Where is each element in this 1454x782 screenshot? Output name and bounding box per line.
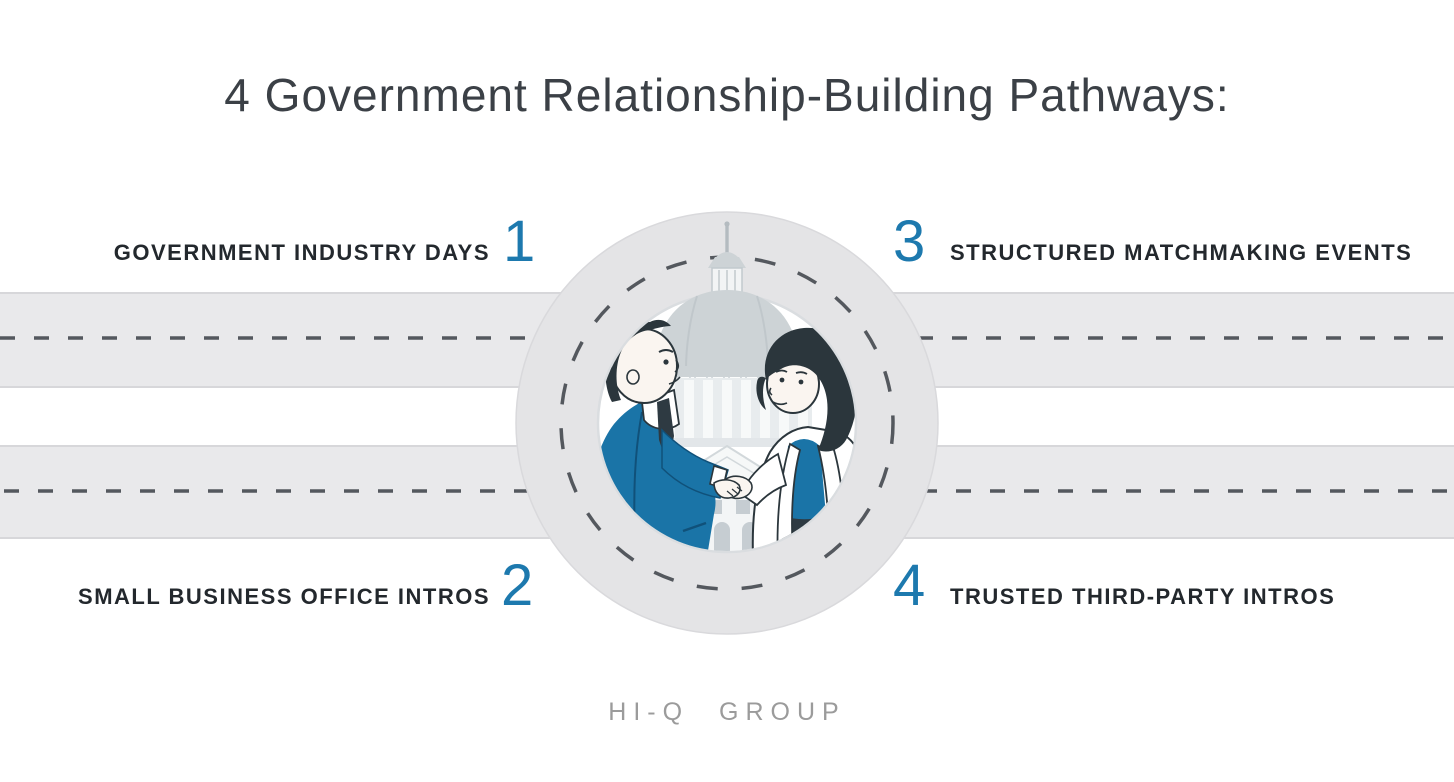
pathway-number-2: 2 xyxy=(501,553,534,618)
page-title: 4 Government Relationship-Building Pathw… xyxy=(224,69,1230,121)
businesswoman-figure xyxy=(739,327,855,551)
pathway-label-small-business-office-intros: SMALL BUSINESS OFFICE INTROS xyxy=(78,584,490,609)
pathway-number-1: 1 xyxy=(503,209,536,274)
pathway-label-structured-matchmaking-events: STRUCTURED MATCHMAKING EVENTS xyxy=(950,240,1413,265)
handshake-icon xyxy=(713,475,753,500)
pathway-number-4: 4 xyxy=(893,553,926,618)
pathway-label-trusted-third-party-intros: TRUSTED THIRD-PARTY INTROS xyxy=(950,584,1336,609)
pathway-label-government-industry-days: GOVERNMENT INDUSTRY DAYS xyxy=(113,240,490,265)
brand-logo: HI-Q GROUP xyxy=(608,698,846,726)
pathway-number-3: 3 xyxy=(893,209,926,274)
